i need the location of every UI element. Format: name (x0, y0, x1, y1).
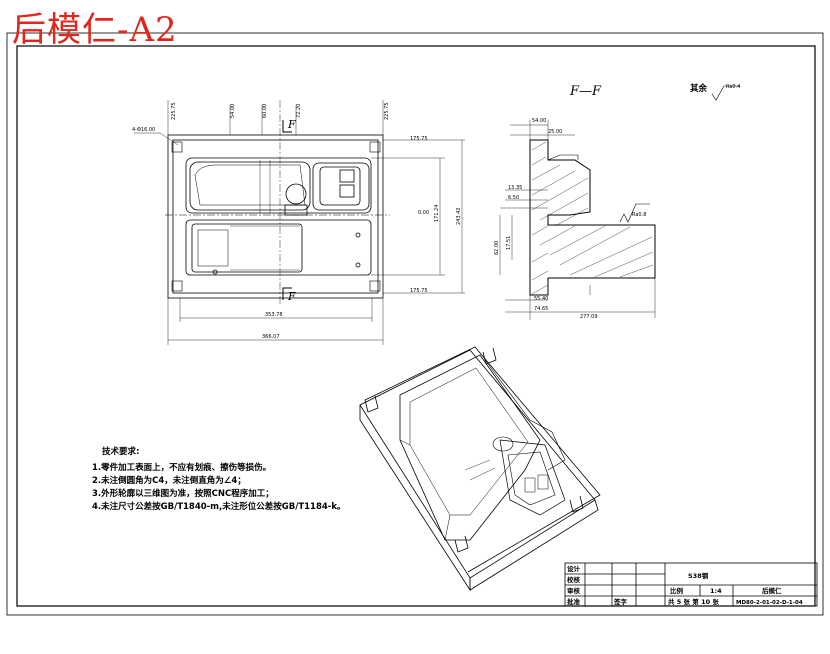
dim-text: Ra0.8 (632, 212, 646, 218)
dim-text: 60.00 (262, 104, 268, 118)
frame-border (16, 45, 816, 607)
section-mark: F (287, 290, 296, 303)
dim-text: 74.65 (534, 306, 548, 312)
dim-text: 225.75 (171, 103, 177, 121)
section-mark: F (287, 118, 296, 131)
tb-designer: 设计 (567, 564, 581, 573)
tech-item: 3.外形轮廓以三维图为准，按照CNC程序加工； (92, 489, 274, 499)
dim-text: 6.50 (508, 195, 519, 201)
tb-approver: 审核 (567, 586, 581, 595)
tech-item: 1.零件加工表面上，不应有划痕、擦伤等损伤。 (92, 463, 272, 473)
tb-seal: 签字 (613, 597, 628, 606)
dim-text: 243.42 (456, 208, 462, 226)
dim-text: 353.78 (265, 312, 283, 318)
title-block (564, 562, 818, 607)
dim-text: 277.09 (580, 314, 598, 320)
tech-item: 2.未注倒圆角为C4，未注倒直角为∠4； (92, 476, 246, 486)
tb-drawing-no: MD80-2-01-02-D-1-04 (736, 600, 803, 606)
tech-item: 4.未注尺寸公差按GB/T1840-m,未注形位公差按GB/T1184-k。 (92, 502, 346, 512)
dim-text: 13.35 (508, 185, 522, 191)
tb-sheet-info: 共 5 张 第 10 张 (668, 597, 719, 606)
top-view (134, 100, 465, 345)
sheet-border (6, 32, 824, 616)
tb-part-name: 后模仁 (762, 586, 782, 595)
dim-text: 175.75 (410, 136, 428, 142)
tb-scale-label: 比例 (670, 586, 684, 595)
dim-text: 54.00 (230, 104, 236, 118)
dim-text: 175.75 (410, 288, 428, 294)
tech-requirements: 技术要求: 1.零件加工表面上，不应有划痕、擦伤等损伤。 2.未注倒圆角为C4，… (92, 446, 345, 514)
drawing-title: 后模仁-A2 (12, 10, 178, 50)
dim-text: 54.00 (532, 118, 546, 124)
tb-approve2: 批准 (567, 597, 581, 606)
tb-material: S38钢 (688, 571, 709, 580)
dim-text: 25.00 (548, 129, 562, 135)
dim-text: 0.00 (418, 210, 429, 216)
dim-text: 171.24 (434, 205, 440, 223)
dim-text: 225.75 (384, 103, 390, 121)
section-view (499, 85, 740, 320)
dim-text: Ra0.4 (726, 84, 740, 90)
dim-text: 55.40 (534, 296, 548, 302)
tb-checker: 校核 (567, 575, 581, 584)
isometric-view (359, 346, 601, 592)
dim-text: 366.07 (262, 334, 280, 340)
tech-heading: 技术要求: (102, 447, 140, 457)
dim-text: 17.51 (506, 236, 512, 250)
dim-text: 4-Φ16.00 (132, 127, 155, 133)
section-view-label: F—F (570, 84, 602, 99)
roughness-note: 其余 (690, 84, 708, 94)
dim-text: 72.20 (296, 104, 302, 118)
tb-scale: 1:4 (710, 587, 722, 595)
dim-text: 62.00 (494, 241, 500, 255)
